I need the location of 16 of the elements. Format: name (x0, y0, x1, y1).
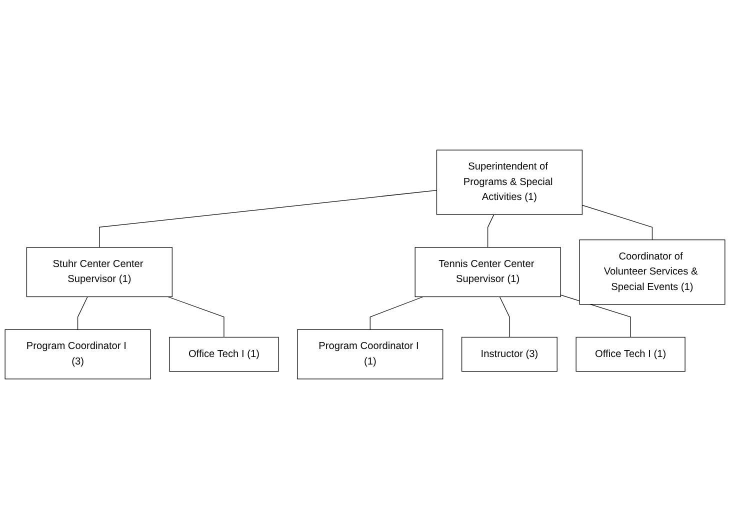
connector (488, 214, 494, 248)
connector (499, 296, 510, 338)
node-box: Tennis Center Center Supervisor (1) (414, 247, 561, 298)
node-box: Program Coordinator I (3) (4, 329, 151, 380)
connector (582, 204, 653, 240)
node-box: Office Tech I (1) (576, 336, 686, 372)
node-box: Stuhr Center Center Supervisor (1) (26, 247, 172, 298)
connector (99, 190, 438, 248)
connector (370, 296, 424, 330)
connector (77, 296, 88, 330)
node-box: Office Tech I (1) (169, 336, 279, 372)
node-box: Instructor (3) (462, 336, 558, 372)
node-box: Superintendent of Programs & Special Activities (1) (436, 150, 582, 215)
node-box: Program Coordinator I (1) (297, 329, 444, 380)
connector (168, 296, 224, 338)
node-box: Coordinator of Volunteer Services & Special Events (1) (579, 240, 726, 305)
